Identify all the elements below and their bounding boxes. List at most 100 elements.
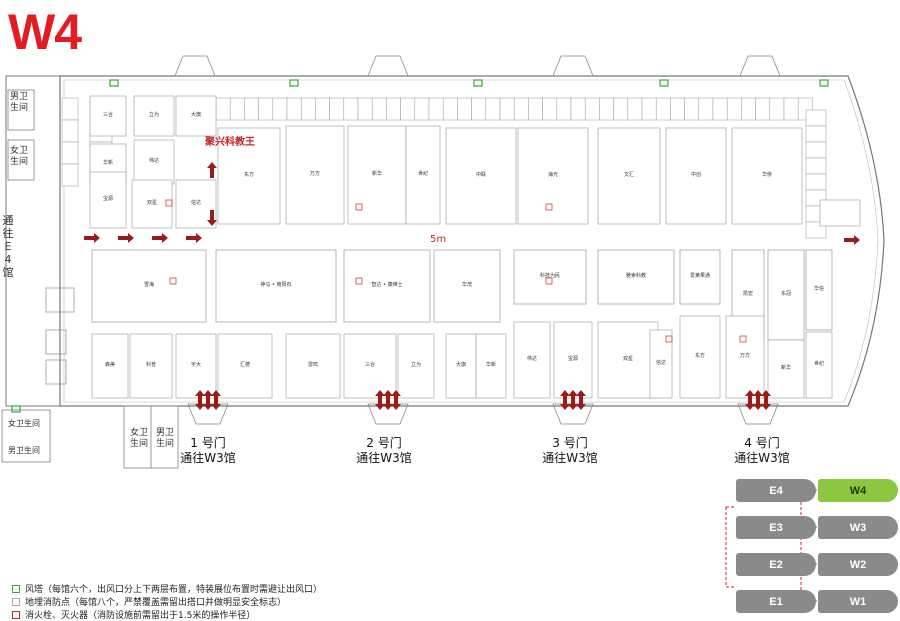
booth-label: 汇德 bbox=[240, 361, 250, 368]
exit-arrow-down bbox=[383, 394, 393, 410]
top-gate-canopy bbox=[739, 55, 781, 77]
air-tower-marker bbox=[473, 79, 483, 87]
exit-arrow-right bbox=[118, 233, 134, 243]
booth bbox=[805, 173, 827, 191]
top-gate-canopy bbox=[174, 55, 216, 77]
booth-bottom bbox=[805, 331, 833, 399]
minimap-hall-e1[interactable]: E1 bbox=[736, 590, 816, 613]
booth bbox=[371, 97, 387, 121]
minimap-hall-w1[interactable]: W1 bbox=[818, 590, 898, 613]
booth-big-label: 凯宏 bbox=[743, 290, 753, 297]
booth-label: 东方 bbox=[695, 352, 705, 359]
passage-e4-label: 通往E4馆 bbox=[2, 214, 14, 279]
gate-1[interactable]: 1 号门 通往W3馆 bbox=[168, 436, 248, 466]
booth-island bbox=[597, 127, 661, 225]
male-restroom-top-label: 男卫生间 bbox=[9, 92, 28, 113]
fire-point-icon bbox=[12, 597, 20, 606]
booth-big-label: 智达 • 康维士 bbox=[371, 281, 402, 288]
booth-big bbox=[91, 249, 207, 323]
booth bbox=[244, 97, 259, 121]
booth-bottom bbox=[285, 333, 341, 399]
booth-bottom bbox=[397, 333, 435, 399]
exit-arrow-down bbox=[753, 394, 763, 410]
gate-2[interactable]: 2 号门 通往W3馆 bbox=[344, 436, 424, 466]
booth bbox=[670, 97, 685, 121]
booth-label: 华侨 bbox=[762, 171, 772, 178]
booth-island bbox=[89, 171, 127, 229]
booth bbox=[805, 125, 827, 143]
booth-big bbox=[343, 249, 431, 323]
booth-bottom bbox=[217, 333, 273, 399]
air-tower-marker bbox=[659, 79, 669, 87]
gate-2-name: 2 号门 bbox=[366, 436, 402, 450]
booth-island bbox=[175, 95, 217, 137]
legend: 风塔（每馆六个，出风口分上下两层布置，特装展位布置时需避让出风口） 地埋消防点（… bbox=[12, 582, 712, 621]
booth-big bbox=[679, 249, 721, 305]
booth-label: 宝源 bbox=[568, 355, 578, 362]
side-room bbox=[45, 359, 67, 385]
booth-label: 万方 bbox=[310, 170, 320, 177]
booth bbox=[428, 97, 444, 121]
fire-point-marker bbox=[169, 277, 177, 285]
booth bbox=[315, 97, 330, 121]
air-tower-marker bbox=[11, 405, 21, 413]
booth-big bbox=[513, 249, 587, 305]
booth-big-label: 爱莱果通 bbox=[690, 272, 710, 279]
exit-arrow-right bbox=[186, 233, 202, 243]
minimap-hall-e4[interactable]: E4 bbox=[736, 479, 816, 502]
exit-arrow-down bbox=[745, 394, 755, 410]
booth bbox=[61, 163, 79, 187]
minimap-hall-w4[interactable]: W4 bbox=[818, 479, 898, 502]
booth-big-label: 华茂 bbox=[462, 281, 472, 288]
booth bbox=[570, 97, 586, 121]
booth bbox=[783, 97, 799, 121]
gate-3-name: 3 号门 bbox=[552, 436, 588, 450]
exit-arrow-right bbox=[152, 233, 168, 243]
legend-row-air-tower: 风塔（每馆六个，出风口分上下两层布置，特装展位布置时需避让出风口） bbox=[12, 582, 712, 595]
booth bbox=[755, 97, 771, 121]
highlight-booth-label[interactable]: 聚兴科教王 bbox=[205, 137, 255, 148]
booth bbox=[684, 97, 700, 121]
booth-bottom bbox=[445, 333, 477, 399]
booth-label: 海光 bbox=[548, 171, 558, 178]
booth bbox=[805, 109, 827, 127]
exit-arrow-down bbox=[576, 394, 586, 410]
air-tower-icon bbox=[12, 584, 20, 593]
aisle-width-label: 5m bbox=[430, 234, 447, 245]
minimap-hall-e3[interactable]: E3 bbox=[736, 516, 816, 539]
booth-bottom bbox=[91, 333, 129, 399]
gate-4-to: 通往W3馆 bbox=[734, 451, 790, 465]
fire-point-marker bbox=[165, 199, 173, 207]
booth-label: 立为 bbox=[411, 361, 421, 368]
booth bbox=[329, 97, 345, 121]
booth-big-label: 神马 • 南阳石 bbox=[260, 281, 291, 288]
exit-arrow-down bbox=[568, 394, 578, 410]
exit-arrow-right bbox=[844, 235, 860, 245]
female-restroom-top bbox=[7, 139, 35, 181]
booth-label: 信达 bbox=[656, 359, 666, 366]
booth bbox=[556, 97, 572, 121]
booth-label: 新华 bbox=[372, 170, 382, 177]
gate-1-to: 通往W3馆 bbox=[180, 451, 236, 465]
booth-label: 新华 bbox=[781, 364, 791, 371]
gate-4[interactable]: 4 号门 通往W3馆 bbox=[722, 436, 802, 466]
booth bbox=[698, 97, 714, 121]
minimap-hall-w2[interactable]: W2 bbox=[818, 553, 898, 576]
minimap-hall-w3[interactable]: W3 bbox=[818, 516, 898, 539]
exit-arrow-down bbox=[761, 394, 771, 410]
booth-big-label: 东冠 bbox=[781, 290, 791, 297]
booth-label: 宇大 bbox=[191, 361, 201, 368]
booth-bottom bbox=[725, 315, 765, 399]
booth-label: 世纪 bbox=[418, 170, 428, 177]
booth-label: 三合 bbox=[103, 111, 113, 118]
booth-island bbox=[133, 95, 175, 137]
booth-label: 科普 bbox=[146, 361, 156, 368]
male-restroom-gate1-label: 男卫生间 bbox=[155, 428, 174, 449]
booth-big bbox=[805, 249, 833, 331]
minimap-hall-e2[interactable]: E2 bbox=[736, 553, 816, 576]
hydrant-icon bbox=[12, 610, 20, 619]
gate-3[interactable]: 3 号门 通往W3馆 bbox=[530, 436, 610, 466]
booth bbox=[513, 97, 529, 121]
booth-label: 大旗 bbox=[191, 111, 201, 118]
